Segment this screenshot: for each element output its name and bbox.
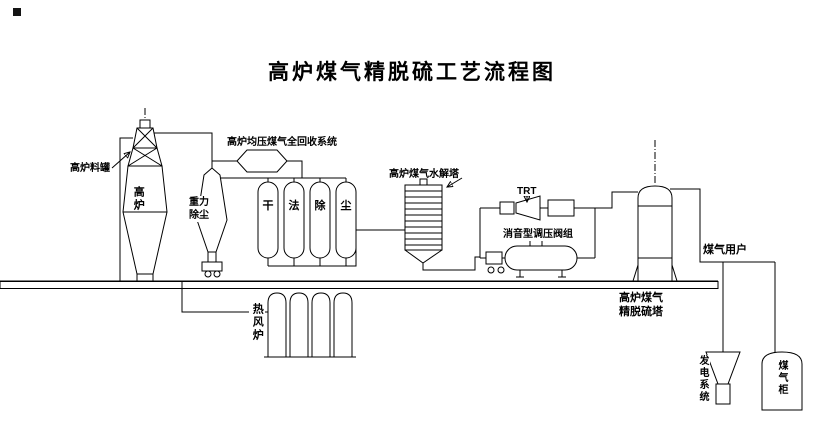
label-charging-tank: 高炉料罐 [70,163,110,174]
label-valve-group: 消音型调压阀组 [502,228,574,241]
label-dry-vessel-1: 干 [262,200,274,212]
label-gas-users: 煤气用户 [702,243,748,258]
page-title: 高炉煤气精脱硫工艺流程图 [268,60,556,84]
label-desulfurization-tower: 高炉煤气精脱硫塔 [618,291,670,320]
dry-dedusting-vessels [257,181,357,259]
pressure-recovery-shape [236,149,288,173]
valve-group-shape [485,239,578,278]
label-gas-holder: 煤气柜 [776,360,787,396]
label-blast-furnace: 高炉 [132,186,145,212]
gravity-dust-collector-shape [196,167,228,278]
label-trt: TRT [517,186,537,197]
pipelines [119,132,776,352]
label-dry-vessel-3: 除 [314,200,326,212]
hot-blast-stoves-shape [264,292,356,358]
ground-line [0,280,719,289]
label-gravity-dust: 重力除尘 [188,196,212,222]
corner-mark [13,8,21,16]
hydrolysis-tower-shape [404,177,463,264]
blast-furnace-shape [122,108,168,281]
label-arrow-charging-tank [111,152,130,169]
gas-holder-shape [761,351,803,411]
label-dry-vessel-4: 尘 [340,200,352,212]
label-dry-vessel-2: 法 [288,200,300,212]
trt-unit-shape [499,195,575,221]
label-hydrolysis-tower: 高炉煤气水解塔 [389,169,459,180]
label-power-generation: 发电系统 [695,355,710,403]
label-recovery-system: 高炉均压煤气全回收系统 [227,137,337,148]
label-hot-blast-stove: 热风炉 [249,303,266,342]
power-generation-shape [705,351,741,405]
desulfurization-tower-shape [632,140,678,282]
